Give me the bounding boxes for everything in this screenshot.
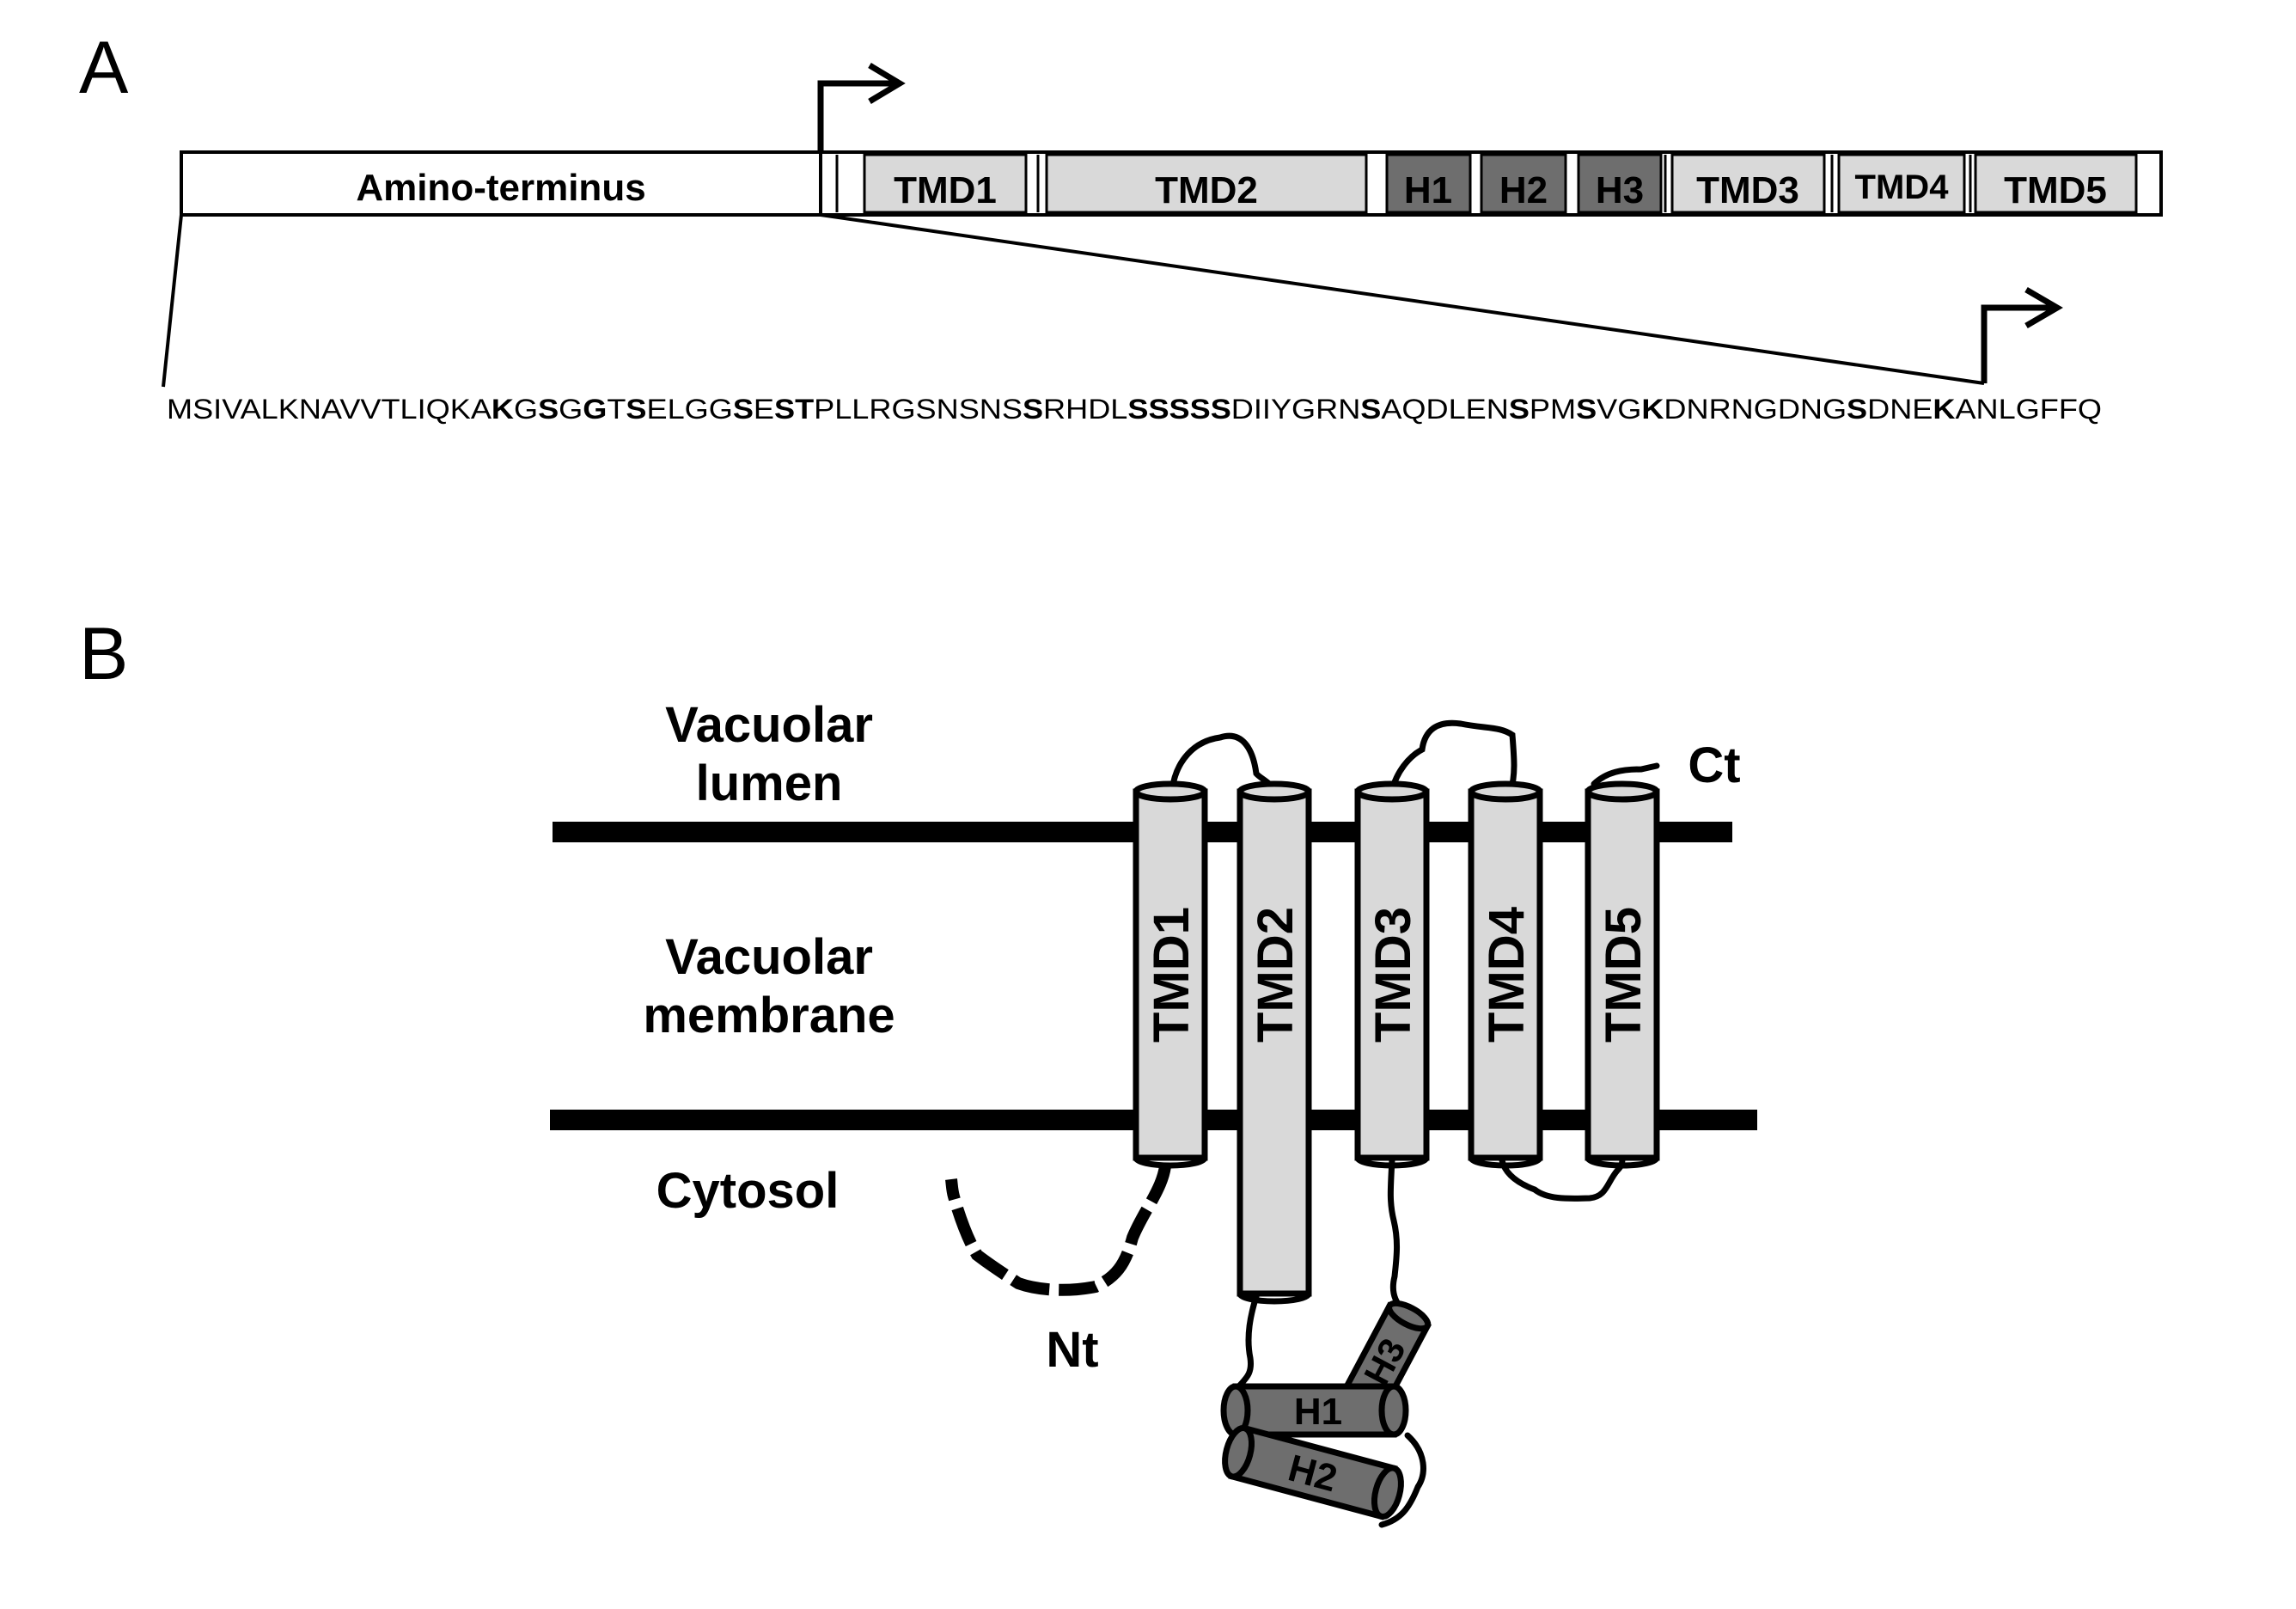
domain-bar [180, 150, 2163, 217]
sequence-segment: S [1847, 394, 1867, 425]
h1-box [1385, 153, 1472, 214]
sequence-segment: MSIVALKNAVVTLIQKA [167, 394, 492, 425]
tmd3-cylinder-label: TMD3 [1365, 907, 1421, 1043]
h2-box [1480, 153, 1567, 214]
tmd5-cylinder [1585, 780, 1660, 1169]
loop-tmd2-h1 [1234, 1290, 1261, 1392]
tmd3-label: TMD3 [1696, 169, 1799, 211]
sequence-segment: G [583, 394, 607, 425]
tmd2-cylinder-label: TMD2 [1248, 907, 1304, 1043]
sequence-segment: G [559, 394, 583, 425]
sequence-segment: PLLRGSNSNS [814, 394, 1023, 425]
sequence-segment: VG [1597, 394, 1641, 425]
sequence-segment: G [514, 394, 538, 425]
sequence-segment: DIIYGRN [1231, 394, 1360, 425]
sequence-segment: S [538, 394, 559, 425]
h2-cylinder: H2 [1222, 1424, 1404, 1520]
membrane-label-line1: Vacuolar [665, 929, 873, 985]
ct-label: Ct [1688, 737, 1740, 793]
sequence-segment: ST [774, 394, 815, 425]
tmd2-box [1045, 153, 1368, 214]
tmd3-cylinder [1354, 780, 1430, 1169]
sequence-segment: K [1641, 394, 1664, 425]
cytosol-label: Cytosol [656, 1163, 840, 1219]
sequence-segment: DNRNGDNG [1664, 394, 1847, 425]
tmd4-box [1837, 153, 1966, 214]
loop-tmd3-h3 [1387, 1157, 1413, 1314]
tmd4-label: TMD4 [1855, 168, 1950, 206]
tmd1-box [863, 153, 1028, 214]
lumen-label-line2: lumen [696, 756, 843, 811]
tmd1-cylinder-label: TMD1 [1144, 907, 1200, 1043]
lumen-label-line1: Vacuolar [665, 697, 873, 753]
amino-terminus-label: Amino-terminus [356, 167, 645, 209]
loop-h1-h2 [1378, 1432, 1426, 1528]
start-arrow-1-head [868, 62, 906, 105]
zoom-line-right [820, 213, 1985, 385]
sequence-segment: S [1023, 394, 1043, 425]
tmd5-cylinder-label: TMD5 [1596, 907, 1652, 1043]
tmd2-cylinder [1237, 780, 1312, 1305]
tmd1-label: TMD1 [894, 169, 997, 211]
sequence-segment: T [607, 394, 626, 425]
tmd2-label: TMD2 [1155, 169, 1258, 211]
sequence-segment: S [1576, 394, 1597, 425]
h3-box [1577, 153, 1663, 214]
panel-b-label: B [79, 613, 128, 695]
nt-label: Nt [1046, 1322, 1098, 1378]
start-arrow-2-head [2024, 286, 2063, 329]
sequence-segment: E [754, 394, 774, 425]
panel-a-label: A [79, 27, 129, 109]
sequence-segment: RHDL [1043, 394, 1127, 425]
sequence-segment: ANLGFFQ [1955, 394, 2102, 425]
h1-label: H1 [1404, 169, 1452, 211]
sequence-segment: SSSSS [1127, 394, 1230, 425]
membrane-label-line2: membrane [643, 988, 895, 1043]
loop-tmd3-tmd4 [1389, 719, 1517, 794]
amino-terminus-box [180, 150, 822, 217]
sequence-segment: S [733, 394, 754, 425]
tmd5-box [1974, 153, 2138, 214]
h1-cylinder-label: H1 [1294, 1391, 1342, 1433]
sequence-segment: K [492, 394, 514, 425]
sequence-segment: S [626, 394, 646, 425]
ct-tail [1591, 762, 1660, 787]
sequence-segment: DNE [1867, 394, 1933, 425]
sequence-segment: ELGG [646, 394, 732, 425]
sequence-segment: S [1360, 394, 1381, 425]
h3-label: H3 [1596, 169, 1644, 211]
start-arrow-1 [817, 80, 898, 151]
zoom-line-left [162, 214, 183, 388]
sequence-segment: S [1509, 394, 1530, 425]
start-arrow-2 [1981, 304, 2055, 383]
sequence-segment: K [1933, 394, 1955, 425]
tmd4-cylinder-label: TMD4 [1479, 907, 1535, 1043]
h1-cylinder: H1 [1220, 1383, 1409, 1438]
sequence-segment: PM [1530, 394, 1576, 425]
tmd1-cylinder [1133, 780, 1208, 1169]
nt-tail [945, 1165, 1171, 1296]
tmd3-box [1670, 153, 1826, 214]
tmd4-cylinder [1468, 780, 1543, 1169]
loop-tmd1-tmd2 [1169, 732, 1279, 794]
h2-label: H2 [1499, 169, 1548, 211]
sequence-segment: AQDLEN [1381, 394, 1508, 425]
tmd5-label: TMD5 [2004, 169, 2107, 211]
